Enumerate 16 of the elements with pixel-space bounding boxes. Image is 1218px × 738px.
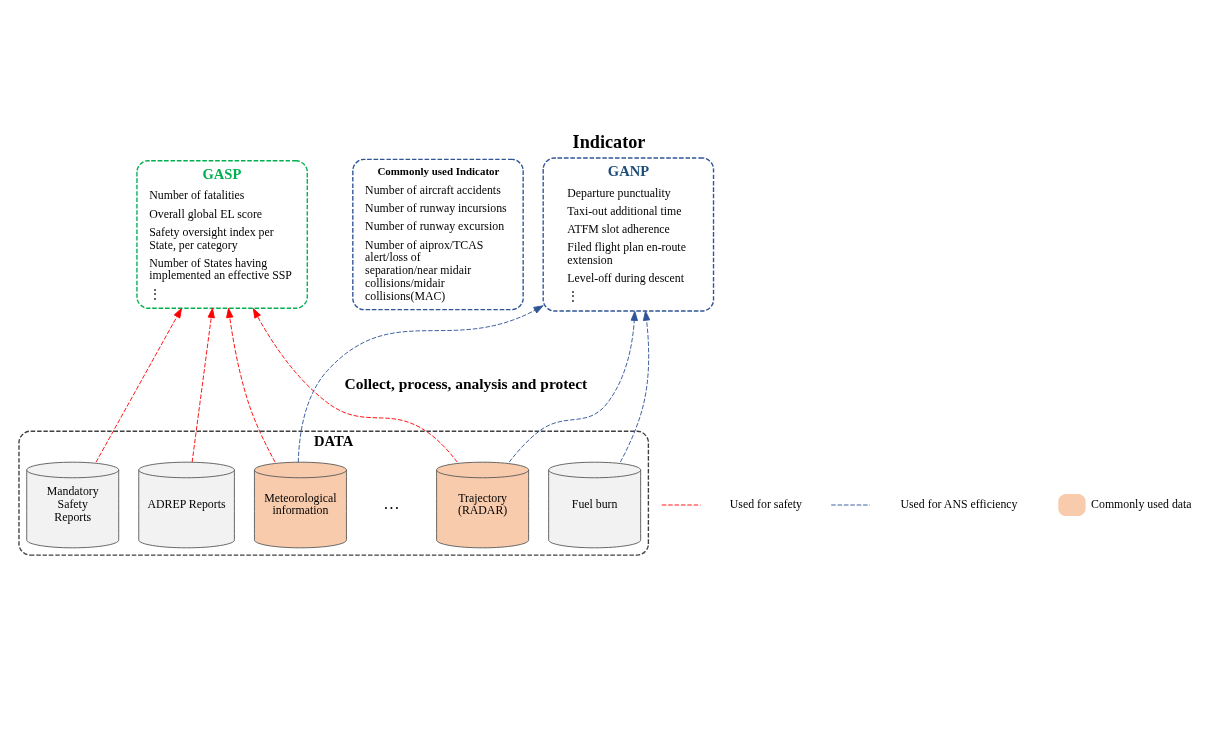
node-box: GASP Number of fatalities Overall global EL score Safety oversight index per State, per category Number of States having implemented an effective SSP ⋮ <box>136 160 308 309</box>
diagram-title: Indicator <box>572 131 646 152</box>
arrow <box>226 307 276 463</box>
legend-label: Used for ANS efficiency <box>900 497 1018 512</box>
node-box: Commonly used Indicator Number of aircraft accidents Number of runway incursions Number of runway excursion Number of aiprox/TCAS alert/loss of separation/near midair collisions/midair collisions(MAC) <box>352 158 524 311</box>
arrow <box>297 305 544 463</box>
label: Collect, process, analysis and protect <box>344 375 588 393</box>
label: … <box>383 494 400 514</box>
legend-label: Used for safety <box>729 497 803 512</box>
legend-label: Commonly used data <box>1091 497 1192 512</box>
arrow <box>619 310 651 463</box>
arrow <box>508 310 638 463</box>
arrow <box>95 308 182 463</box>
arrow <box>252 308 458 463</box>
node-box: GANP Departure punctuality Taxi-out additional time ATFM slot adherence Filed flight plan en-route extension Level-off during descent ⋮ <box>542 157 715 312</box>
arrow <box>191 308 215 463</box>
